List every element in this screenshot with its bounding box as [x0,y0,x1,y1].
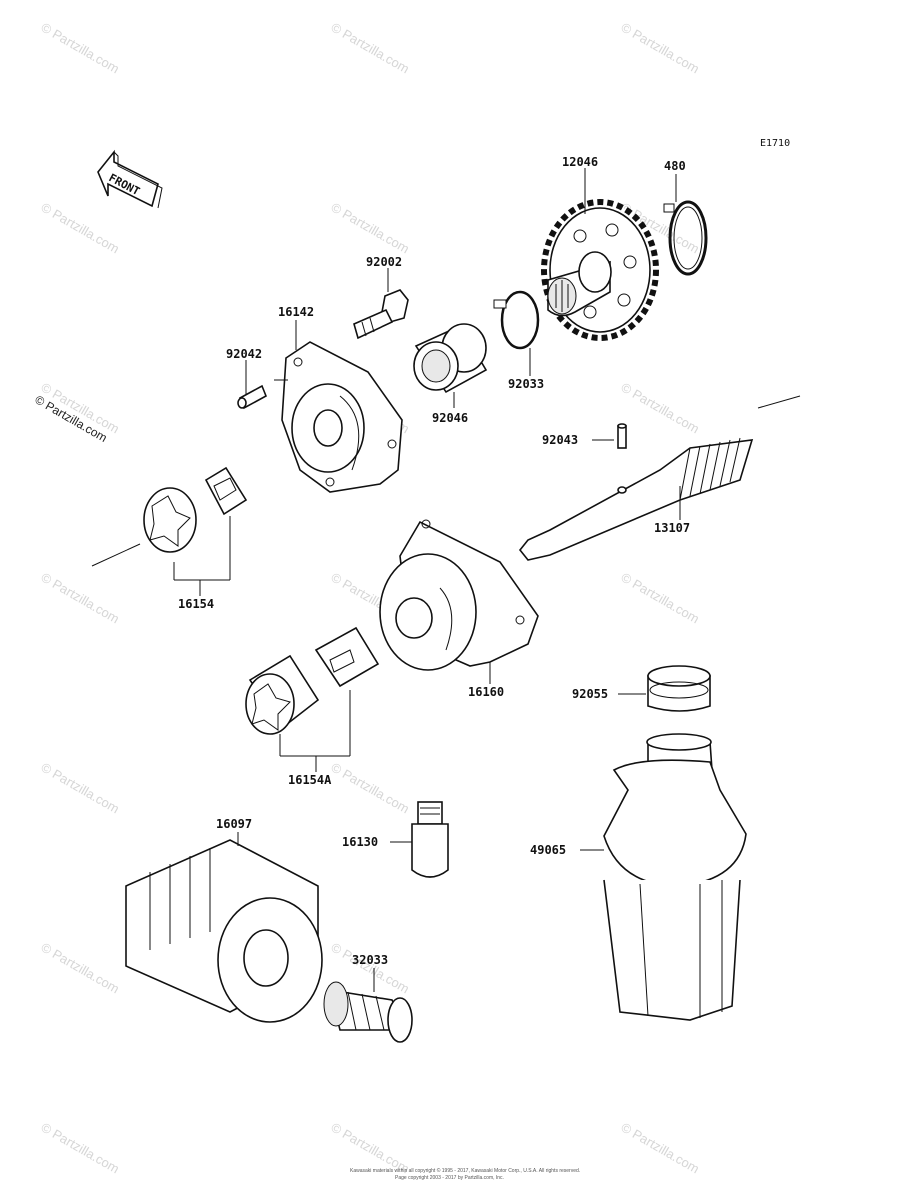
watermark-text: © Partzilla.com [39,200,122,257]
rotor-16154A [245,626,380,735]
rotor-16154 [91,466,248,567]
label-92046: 92046 [432,411,468,425]
leader-lines [173,168,681,992]
label-92002: 92002 [366,255,402,269]
label-32033: 32033 [352,953,388,967]
footer-copyright: Kawasaki materials within all copyright … [350,1167,580,1174]
part-labels: 12046 480 92002 16142 92042 92046 92033 … [178,155,690,967]
pin-92042 [237,384,268,410]
label-16097: 16097 [216,817,252,831]
watermark-text: © Partzilla.com [329,20,412,77]
label-16154A: 16154A [288,773,332,787]
pump-body-16160 [379,519,539,671]
label-92042: 92042 [226,347,262,361]
watermark-text: © Partzilla.com [619,20,702,77]
watermark-text: © Partzilla.com [619,1120,702,1177]
fitting-16130 [411,801,449,878]
gear-12046 [541,199,659,341]
footer-page-copyright: Page copyright 2003 - 2017 by Partzilla.… [395,1175,504,1181]
funnel-49065 [603,733,747,1021]
watermark-text: © Partzilla.com [619,570,702,627]
label-16154: 16154 [178,597,214,611]
watermark-text: © Partzilla.com [619,380,702,437]
label-16142: 16142 [278,305,314,319]
label-92055: 92055 [572,687,608,701]
bolt-92002 [353,289,409,340]
label-92033: 92033 [508,377,544,391]
ring-92033 [493,290,540,350]
label-13107: 13107 [654,521,690,535]
label-16130: 16130 [342,835,378,849]
label-480: 480 [664,159,686,173]
label-12046: 12046 [562,155,598,169]
watermark-text: © Partzilla.com [39,20,122,77]
shaft-13107 [518,395,801,561]
bearing-92046 [413,323,488,394]
circlip-480 [663,200,708,276]
watermark-text: © Partzilla.com [329,200,412,257]
front-arrow-icon: FRONT [97,149,163,209]
label-92043: 92043 [542,433,578,447]
watermark-text: © Partzilla.com [39,570,122,627]
watermark-text: © Partzilla.com [39,1120,122,1177]
diagram-code: E1710 [760,138,790,149]
watermark-text: © Partzilla.com [329,760,412,817]
watermark-text: © Partzilla.com [39,760,122,817]
oil-filter-16097 [125,839,323,1023]
cap-92055 [647,665,711,712]
label-16160: 16160 [468,685,504,699]
label-49065: 49065 [530,843,566,857]
pin-92043 [617,423,627,449]
watermark-text: © Partzilla.com [39,940,122,997]
pump-cover-16142 [281,341,403,493]
rubber-32033 [323,981,413,1043]
